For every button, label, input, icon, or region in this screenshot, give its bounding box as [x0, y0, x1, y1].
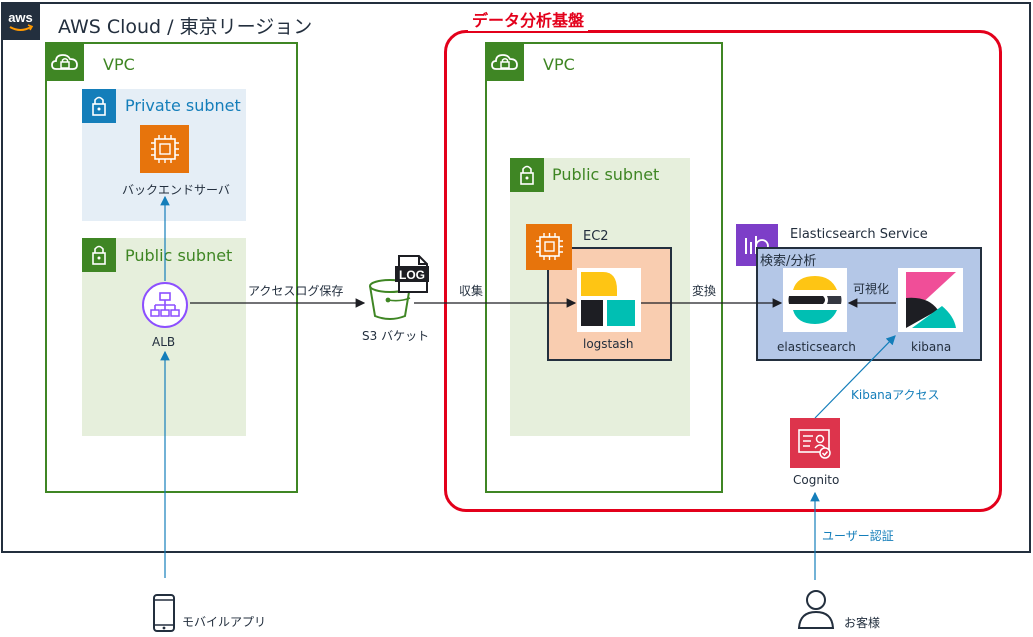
- arrow-kibana-access: [814, 335, 896, 419]
- aws-logo: aws: [1, 2, 40, 40]
- backend-server-label: バックエンドサーバ: [122, 183, 230, 197]
- logstash-label: logstash: [583, 337, 634, 351]
- alb-icon: [141, 281, 189, 329]
- mobile-phone-icon: [152, 594, 176, 632]
- elasticsearch-label: elasticsearch: [777, 340, 856, 354]
- lock-icon: [82, 89, 116, 123]
- logstash-logo: [577, 268, 641, 332]
- right-vpc-label: VPC: [543, 55, 575, 74]
- left-public-subnet-label: Public subnet: [125, 246, 233, 265]
- cognito-icon: [790, 418, 840, 468]
- vpc-cloud-icon: [46, 43, 84, 81]
- alb-label: ALB: [152, 335, 176, 349]
- right-public-subnet-label: Public subnet: [552, 165, 660, 184]
- user-icon: [796, 588, 836, 630]
- customer-label: お客様: [844, 616, 881, 630]
- mobile-app-label: モバイルアプリ: [182, 615, 267, 629]
- lock-icon: [510, 158, 544, 192]
- aws-logo-text: aws: [8, 10, 33, 25]
- elasticsearch-service-label: Elasticsearch Service: [790, 227, 928, 242]
- elasticsearch-logo: [783, 268, 847, 332]
- aws-cloud-boundary: [1, 2, 1031, 553]
- search-analysis-label: 検索/分析: [760, 254, 817, 269]
- access-log-label: アクセスログ保存: [248, 284, 344, 298]
- left-vpc-label: VPC: [103, 55, 135, 74]
- log-badge-text: LOG: [399, 268, 425, 282]
- kibana-label: kibana: [911, 340, 952, 354]
- transform-label: 変換: [692, 284, 717, 298]
- vpc-cloud-icon: [486, 43, 524, 81]
- left-vpc-boundary: [45, 42, 298, 493]
- collect-label: 収集: [459, 284, 484, 298]
- user-auth-label: ユーザー認証: [822, 529, 894, 543]
- kibana-logo: [898, 268, 963, 332]
- data-platform-title: データ分析基盤: [468, 7, 589, 31]
- s3-bucket-label: S3 バケット: [362, 329, 430, 343]
- aws-cloud-title: AWS Cloud / 東京リージョン: [58, 16, 313, 38]
- right-vpc-boundary: [485, 42, 723, 493]
- visualize-label: 可視化: [853, 282, 890, 296]
- lock-icon: [82, 238, 116, 272]
- data-platform-boundary: [444, 30, 1002, 512]
- kibana-access-label: Kibanaアクセス: [851, 388, 940, 402]
- ec2-chip-icon: [140, 125, 189, 173]
- ec2-chip-icon: [526, 224, 572, 270]
- private-subnet-label: Private subnet: [125, 96, 241, 115]
- log-file-icon: LOG: [393, 254, 433, 294]
- ec2-label: EC2: [583, 229, 609, 244]
- cognito-label: Cognito: [793, 473, 840, 487]
